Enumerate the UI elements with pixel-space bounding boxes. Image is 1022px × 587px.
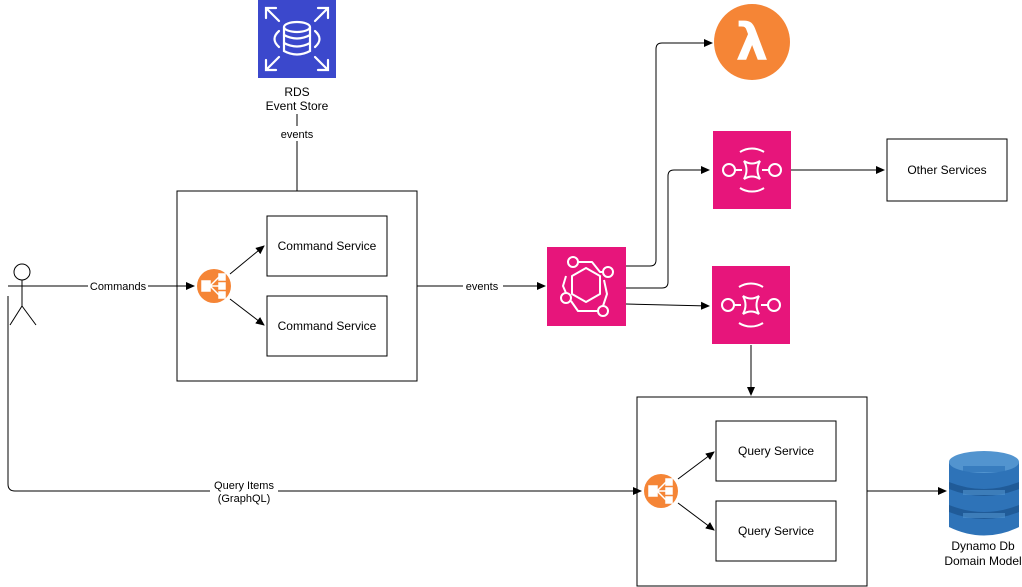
command-service-1-box (266, 215, 388, 277)
command-service-2-label: Command Service (278, 319, 377, 333)
rds-database-icon (258, 0, 336, 78)
query-service-1-label: Query Service (738, 444, 814, 458)
label-commands: Commands (90, 281, 147, 293)
label-query-items: Query Items (214, 480, 274, 492)
dynamodb-sublabel: Domain Model (944, 554, 1021, 568)
sqs-queue-2-icon (712, 266, 790, 344)
command-service-2-box (266, 295, 388, 357)
query-service-2-box (715, 500, 837, 562)
edge-lb-to-command-1 (229, 245, 265, 275)
eventbridge-icon (547, 247, 626, 326)
actor-icon (8, 263, 37, 326)
query-service-1-box (715, 420, 837, 482)
edge-lb-to-query-1 (677, 451, 715, 480)
edge-query-items (7, 296, 642, 495)
edge-lb-to-query-2 (677, 502, 715, 531)
rds-label: RDS (284, 85, 309, 99)
rds-sublabel: Event Store (266, 99, 329, 113)
other-services-label: Other Services (907, 163, 986, 177)
label-events-right: events (466, 281, 499, 293)
query-load-balancer-icon (644, 474, 678, 508)
edge-eventbridge-to-sqs-2 (625, 301, 710, 310)
edge-lb-to-command-2 (229, 298, 265, 326)
command-load-balancer-icon (197, 269, 231, 303)
dynamodb-icon (949, 451, 1019, 536)
command-service-1-label: Command Service (278, 239, 377, 253)
edge-eventbridge-to-lambda (626, 39, 713, 267)
edge-eventbridge-to-sqs-1 (626, 166, 710, 289)
query-service-2-label: Query Service (738, 524, 814, 538)
label-events-up: events (281, 129, 314, 141)
label-graphql: (GraphQL) (218, 493, 271, 505)
lambda-icon: λ (714, 4, 790, 80)
other-services-box (886, 138, 1008, 202)
lambda-glyph: λ (736, 13, 769, 73)
sqs-queue-1-icon (713, 131, 791, 209)
dynamodb-label: Dynamo Db (951, 539, 1015, 553)
